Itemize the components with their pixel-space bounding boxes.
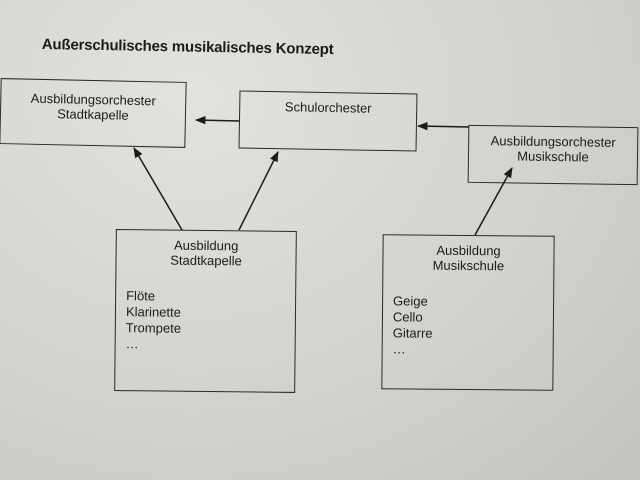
instrument-item: Cello — [392, 309, 423, 325]
instrument-item: Gitarre — [392, 325, 433, 341]
node-ausbildung-musikschule: Ausbildung Musikschule Geige Cello Gitar… — [381, 234, 555, 391]
instrument-list: Geige Cello Gitarre … — [393, 293, 554, 358]
node-label-line2: Musikschule — [432, 257, 505, 274]
instrument-list: Flöte Klarinette Trompete … — [126, 288, 296, 354]
node-label: Ausbildungsorchester Stadtkapelle — [1, 79, 186, 124]
instrument-item: … — [392, 341, 406, 357]
instrument-item: Geige — [393, 293, 428, 309]
node-label-line1: Ausbildungsorchester — [490, 133, 616, 150]
node-schulorchester: Schulorchester — [238, 90, 418, 152]
node-label: Ausbildungsorchester Musikschule — [469, 126, 638, 165]
node-label-line2: Stadtkapelle — [57, 106, 129, 123]
instrument-item: … — [125, 336, 139, 352]
node-label-line1: Ausbildung — [436, 242, 501, 259]
node-label: Ausbildung Stadtkapelle — [116, 230, 295, 269]
node-ausbildungsorchester-musikschule: Ausbildungsorchester Musikschule — [467, 124, 639, 186]
node-label: Ausbildung Musikschule — [383, 235, 553, 274]
instrument-item: Klarinette — [125, 304, 181, 320]
node-ausbildungsorchester-stadtkapelle: Ausbildungsorchester Stadtkapelle — [0, 78, 187, 148]
node-label: Schulorchester — [240, 91, 416, 116]
node-label-line2: Stadtkapelle — [170, 252, 242, 269]
instrument-item: Flöte — [126, 288, 156, 304]
instrument-item: Trompete — [125, 320, 182, 336]
node-label-line1: Schulorchester — [284, 99, 372, 116]
node-ausbildung-stadtkapelle: Ausbildung Stadtkapelle Flöte Klarinette… — [114, 229, 297, 393]
node-label-line2: Musikschule — [517, 148, 589, 165]
